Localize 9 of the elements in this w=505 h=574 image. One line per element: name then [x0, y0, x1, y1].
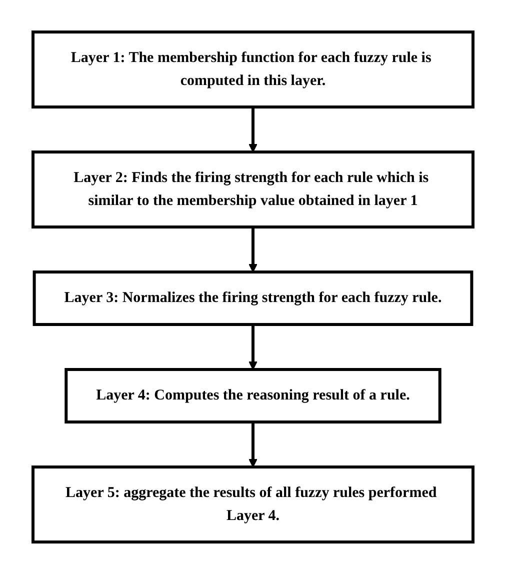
- arrow: [248, 107, 257, 152]
- node-box: Layer 2: Finds the firing strength for each rule which is similar to the membership value obtained in layer 1: [31, 150, 474, 228]
- node-box: Layer 1: The membership function for each fuzzy rule is computed in this layer.: [31, 30, 474, 108]
- node-box: Layer 4: Computes the reasoning result of a rule.: [64, 368, 441, 424]
- node-box: Layer 3: Normalizes the firing strength for each fuzzy rule.: [32, 270, 473, 326]
- arrow: [248, 324, 257, 370]
- arrow: [248, 422, 257, 468]
- node-box: Layer 5: aggregate the results of all fuzzy rules performed Layer 4.: [31, 466, 474, 544]
- arrow: [248, 227, 257, 272]
